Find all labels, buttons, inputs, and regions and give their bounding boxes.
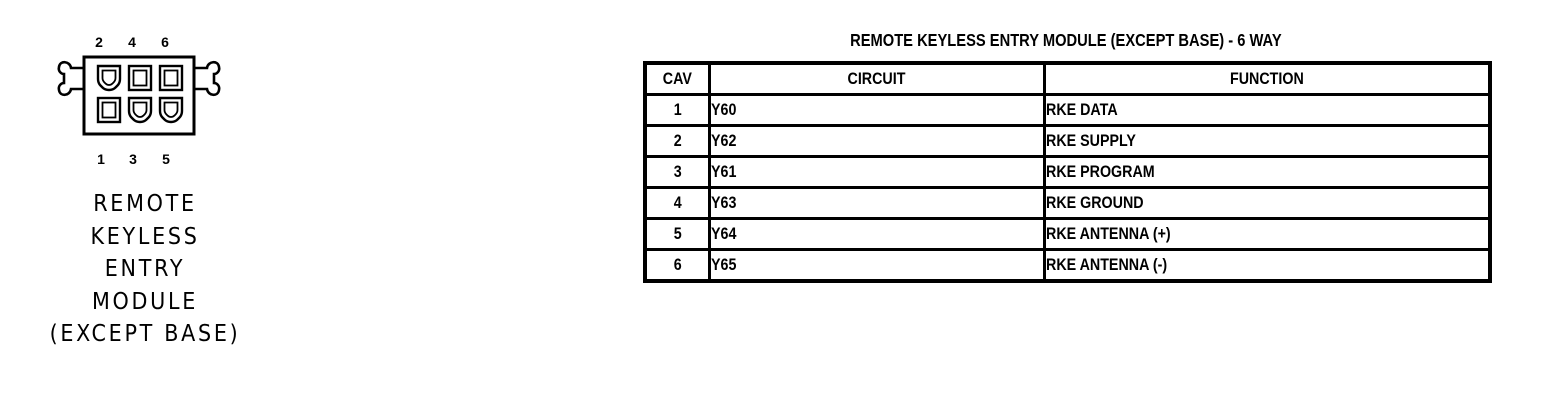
pin-number-4: 4 <box>128 34 136 50</box>
table-row: 2 Y62 RKE SUPPLY <box>643 124 1492 158</box>
table-row: 6 Y65 RKE ANTENNA (-) <box>643 248 1492 283</box>
connector-wing-left <box>57 60 84 97</box>
circuit-value: Y64 <box>710 224 736 243</box>
circuit-value: Y62 <box>710 131 736 150</box>
table-row: 4 Y63 RKE GROUND <box>643 186 1492 220</box>
cav-value: 4 <box>673 193 682 212</box>
table-header-row: CAV CIRCUIT FUNCTION <box>643 61 1492 96</box>
function-value: RKE PROGRAM <box>1045 162 1155 181</box>
cav-value: 3 <box>673 162 682 181</box>
column-header-cav: CAV <box>643 61 711 96</box>
pin-number-6: 6 <box>161 34 169 50</box>
circuit-cell: Y62 <box>707 124 1046 158</box>
function-cell: RKE DATA <box>1042 93 1492 127</box>
connector-label-line: REMOTE <box>93 191 197 217</box>
cav-value: 2 <box>673 131 682 150</box>
cavity-5 <box>158 96 184 124</box>
table-row: 3 Y61 RKE PROGRAM <box>643 155 1492 189</box>
table-row: 1 Y60 RKE DATA <box>643 93 1492 127</box>
function-cell: RKE PROGRAM <box>1042 155 1492 189</box>
cav-cell: 2 <box>643 124 711 158</box>
connector-label-line: MODULE <box>91 288 199 315</box>
pin-number-2: 2 <box>95 34 103 50</box>
function-value: RKE ANTENNA (-) <box>1045 255 1167 274</box>
pinout-table-title: REMOTE KEYLESS ENTRY MODULE (EXCEPT BASE… <box>643 30 1488 55</box>
cav-value: 1 <box>673 100 682 119</box>
cav-cell: 4 <box>643 186 711 220</box>
cavity-3 <box>127 96 153 124</box>
circuit-value: Y60 <box>710 100 736 119</box>
function-value: RKE ANTENNA (+) <box>1045 224 1171 243</box>
function-cell: RKE GROUND <box>1042 186 1492 220</box>
circuit-cell: Y60 <box>707 93 1046 127</box>
function-cell: RKE ANTENNA (-) <box>1042 248 1492 283</box>
function-value: RKE GROUND <box>1045 193 1144 212</box>
column-header-circuit: CIRCUIT <box>707 61 1046 96</box>
cav-cell: 1 <box>643 93 711 127</box>
connector-label-line: (EXCEPT BASE) <box>49 321 241 347</box>
connector-label-line: KEYLESS <box>90 223 200 250</box>
column-header-circuit-text: CIRCUIT <box>847 69 906 88</box>
connector-label-line: ENTRY <box>104 256 186 282</box>
cav-cell: 6 <box>643 248 711 283</box>
pinout-section: REMOTE KEYLESS ENTRY MODULE (EXCEPT BASE… <box>643 30 1492 283</box>
cavity-1 <box>96 96 122 124</box>
pin-number-1: 1 <box>97 151 105 167</box>
cavity-2 <box>96 64 122 92</box>
cavity-6 <box>158 64 184 92</box>
function-cell: RKE SUPPLY <box>1042 124 1492 158</box>
cav-cell: 5 <box>643 217 711 251</box>
function-value: RKE DATA <box>1045 100 1118 119</box>
circuit-value: Y63 <box>710 193 736 212</box>
column-header-cav-text: CAV <box>662 69 692 88</box>
column-header-function-text: FUNCTION <box>1229 69 1304 88</box>
connector-label: REMOTE KEYLESS ENTRY MODULE (EXCEPT BASE… <box>20 188 270 351</box>
circuit-cell: Y64 <box>707 217 1046 251</box>
cav-value: 6 <box>673 255 682 274</box>
pin-number-3: 3 <box>129 151 137 167</box>
circuit-cell: Y61 <box>707 155 1046 189</box>
pinout-table: CAV CIRCUIT FUNCTION 1 Y60 RKE DATA <box>643 61 1492 283</box>
column-header-function: FUNCTION <box>1042 61 1492 96</box>
pin-number-5: 5 <box>162 151 170 167</box>
pinout-table-title-text: REMOTE KEYLESS ENTRY MODULE (EXCEPT BASE… <box>849 30 1282 50</box>
circuit-value: Y65 <box>710 255 736 274</box>
circuit-cell: Y63 <box>707 186 1046 220</box>
connector-diagram: 2 4 6 <box>57 34 221 167</box>
circuit-value: Y61 <box>710 162 736 181</box>
function-cell: RKE ANTENNA (+) <box>1042 217 1492 251</box>
circuit-cell: Y65 <box>707 248 1046 283</box>
cav-cell: 3 <box>643 155 711 189</box>
table-row: 5 Y64 RKE ANTENNA (+) <box>643 217 1492 251</box>
cavity-4 <box>127 64 153 92</box>
function-value: RKE SUPPLY <box>1045 131 1136 150</box>
cav-value: 5 <box>673 224 682 243</box>
connector-wing-right <box>194 60 221 97</box>
